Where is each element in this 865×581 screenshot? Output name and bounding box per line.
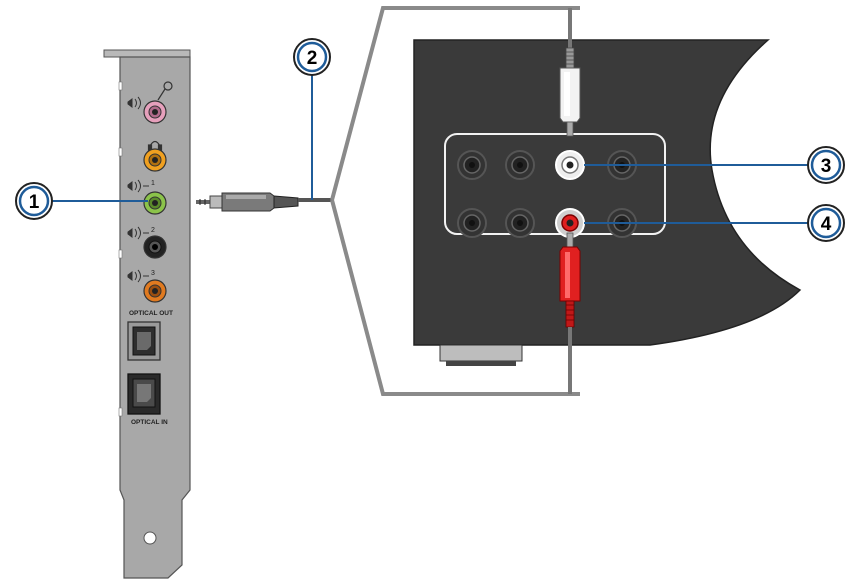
- white-rca-input[interactable]: [555, 150, 585, 180]
- callout-3: 3: [807, 146, 845, 184]
- zoom-outline: [330, 6, 580, 396]
- rca-socket: [457, 150, 487, 180]
- optical-out-port[interactable]: [127, 321, 161, 361]
- speaker-icon: [127, 269, 149, 283]
- speaker-icon: [127, 179, 149, 193]
- white-rca-plug: [559, 8, 581, 137]
- receiver-back-panel: [413, 39, 802, 366]
- rca-socket: [505, 150, 535, 180]
- callout-1: 1: [15, 182, 53, 220]
- headphone-icon: [147, 140, 163, 151]
- callout-2: 2: [293, 38, 331, 76]
- speaker-icon: [127, 96, 141, 110]
- line-out-number-2: 2: [151, 227, 155, 234]
- line-out-1-jack[interactable]: [143, 191, 167, 215]
- red-rca-input[interactable]: [555, 208, 585, 238]
- rca-socket: [457, 208, 487, 238]
- microphone-icon: [157, 81, 173, 101]
- line-out-2-jack[interactable]: [143, 235, 167, 259]
- callout-3-number: 3: [821, 156, 832, 177]
- optical-in-label: OPTICAL IN: [131, 419, 168, 426]
- line-out-number-1: 1: [151, 180, 155, 187]
- mic-jack[interactable]: [143, 100, 167, 124]
- red-rca-plug: [559, 232, 581, 394]
- speaker-icon: [127, 226, 149, 240]
- callout-4: 4: [807, 204, 845, 242]
- stereo-mini-plug: [196, 192, 334, 212]
- optical-out-label: OPTICAL OUT: [129, 310, 173, 317]
- sound-card-bracket: [103, 49, 191, 579]
- callout-2-number: 2: [307, 48, 318, 69]
- headphone-jack[interactable]: [143, 148, 167, 172]
- line-out-3-jack[interactable]: [143, 279, 167, 303]
- rca-socket: [505, 208, 535, 238]
- optical-in-port[interactable]: [127, 373, 161, 415]
- input-group-outline: [444, 133, 666, 235]
- line-out-number-3: 3: [151, 270, 155, 277]
- callout-1-number: 1: [29, 192, 40, 213]
- callout-4-number: 4: [821, 214, 832, 235]
